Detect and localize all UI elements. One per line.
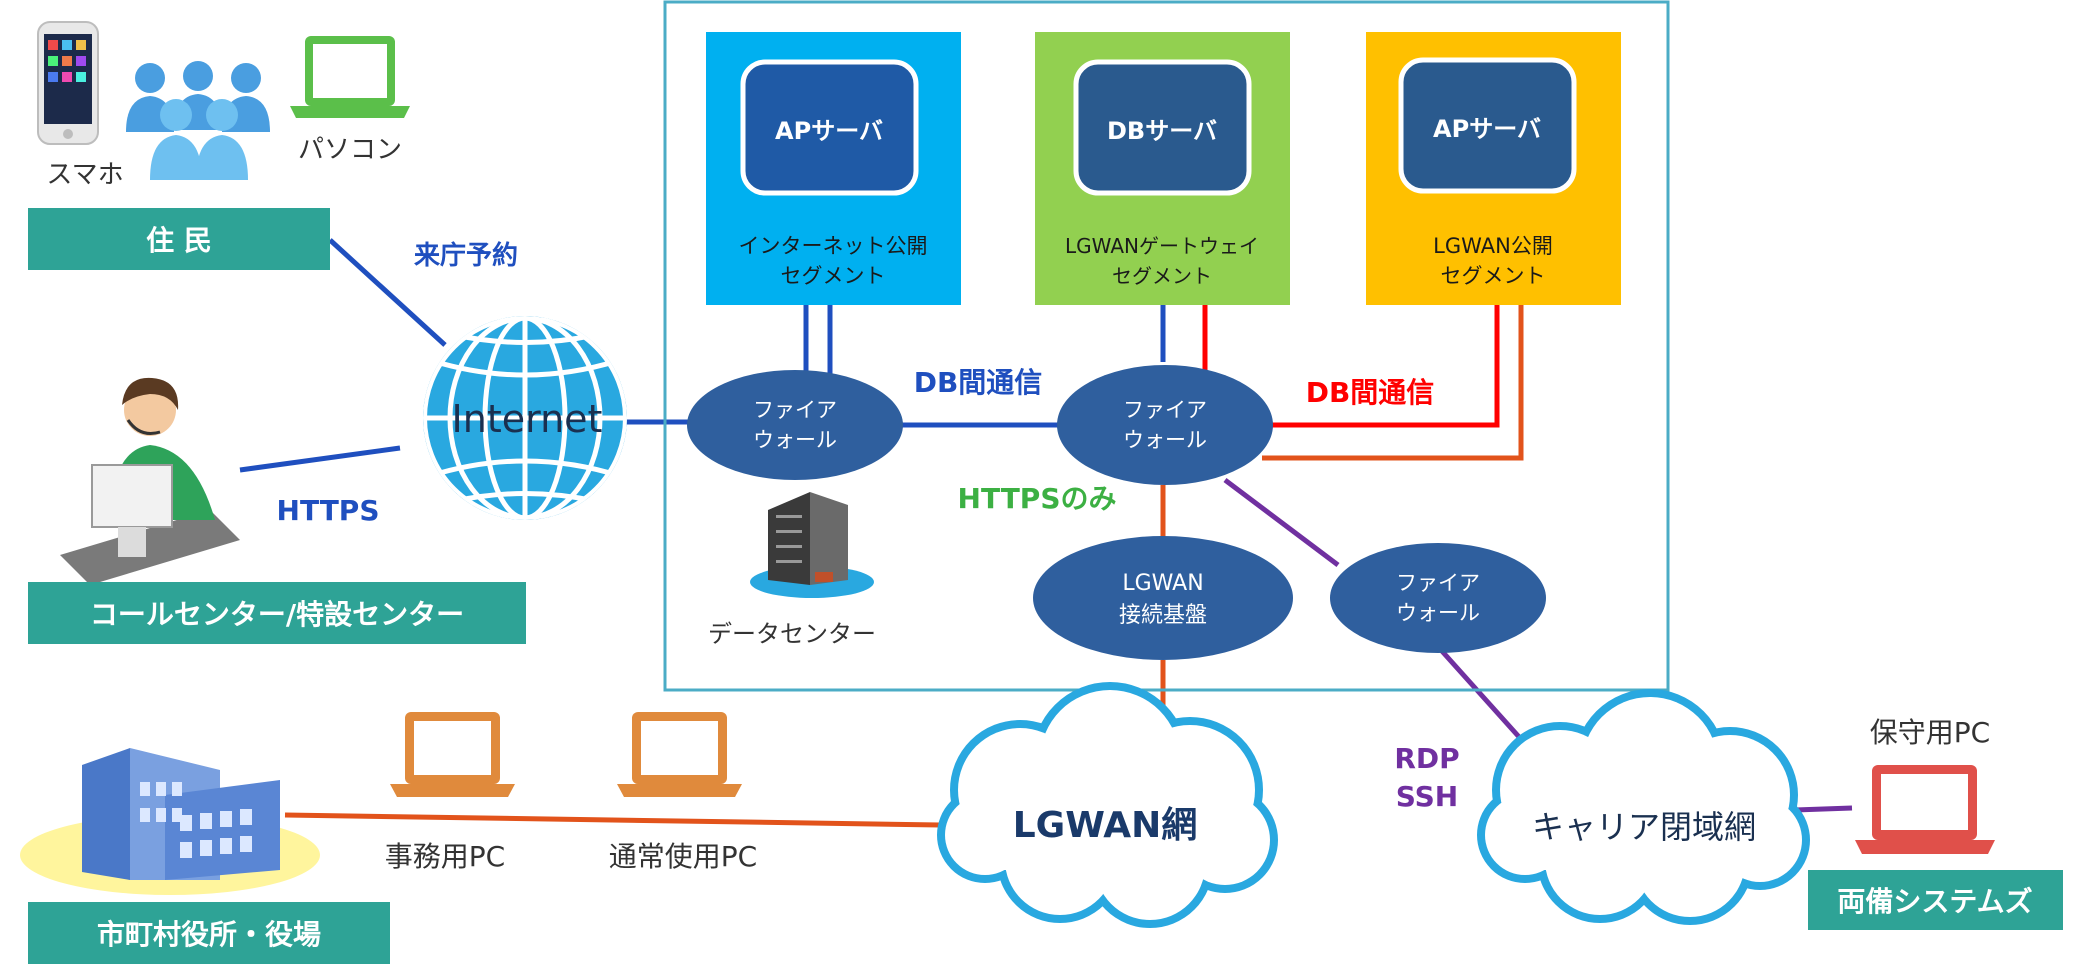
reservation-label: 来庁予約 [414, 240, 518, 271]
lgwan-cloud-icon [937, 682, 1278, 928]
lgwan-network-label: LGWAN網 [1013, 805, 1198, 846]
line-db-comm-red [1202, 305, 1500, 428]
line-callcenter-internet [239, 445, 401, 473]
firewall-label-line2: ウォール [1396, 601, 1480, 625]
segment-label-line1: LGWANゲートウェイ [1065, 234, 1259, 258]
normal-pc-label: 通常使用PC [609, 840, 757, 873]
firewall-label-line1: ファイア [1396, 571, 1480, 595]
line-fw2-fw3 [1223, 478, 1340, 567]
firewall-label-line1: ファイア [1123, 398, 1207, 422]
people-icon [126, 61, 270, 180]
segment-label-line1: インターネット公開 [739, 234, 928, 258]
datacenter-boundary [663, 0, 1670, 692]
internet-label: Internet [452, 397, 603, 441]
https-label: HTTPS [277, 494, 380, 527]
firewall-ellipse [1057, 365, 1273, 485]
smartphone-label: スマホ [46, 160, 123, 190]
municipality-box [28, 902, 390, 964]
line-municipality-lgwan [284, 812, 941, 828]
segment-label-line2: セグメント [781, 264, 886, 288]
laptop-green-icon [290, 36, 410, 118]
firewall-ellipse [687, 370, 903, 480]
lgwan-connection-base: LGWAN 接続基盤 [1033, 536, 1293, 660]
firewall-label-line1: ファイア [753, 398, 837, 422]
https-only-label: HTTPSのみ [958, 482, 1117, 515]
laptop-maintenance-icon [1855, 765, 1995, 854]
segment-lgwan-public: APサーバ LGWAN公開 セグメント [1366, 32, 1621, 305]
lgwan-base-label-line2: 接続基盤 [1119, 603, 1207, 628]
laptop-office-icon [390, 712, 515, 797]
city-hall-icon [20, 748, 320, 895]
server-label: APサーバ [775, 117, 883, 145]
callcenter-box [28, 582, 526, 644]
firewall-ellipse [1330, 543, 1546, 653]
server-box [740, 59, 919, 196]
residents-box [28, 208, 330, 270]
server-box [1073, 59, 1252, 196]
ssh-label: SSH [1396, 780, 1459, 813]
callcenter-label: コールセンター/特設センター [90, 598, 464, 631]
datacenter-label: データセンター [708, 620, 876, 648]
pc-label: パソコン [298, 135, 402, 165]
vendor-box [1808, 870, 2063, 930]
carrier-cloud-icon [1477, 689, 1810, 925]
firewall-3: ファイア ウォール [1330, 543, 1546, 653]
office-pc-label: 事務用PC [385, 840, 505, 873]
db-comm-blue-label: DB間通信 [914, 366, 1043, 399]
lgwan-base-ellipse [1033, 536, 1293, 660]
lgwan-base-label-line1: LGWAN [1122, 571, 1203, 596]
segment-label-line2: セグメント [1112, 264, 1212, 288]
firewall-2: ファイア ウォール [1057, 365, 1273, 485]
smartphone-icon [37, 21, 99, 145]
rdp-label: RDP [1394, 742, 1459, 775]
internet-globe-icon [423, 316, 627, 520]
segment-lgwan-gateway: DBサーバ LGWANゲートウェイ セグメント [1035, 32, 1290, 305]
operator-icon [60, 377, 240, 585]
residents-label: 住 民 [146, 224, 212, 257]
laptop-normal-icon [617, 712, 742, 797]
carrier-network-label: キャリア閉域網 [1532, 808, 1756, 846]
server-box [1398, 57, 1577, 194]
firewall-label-line2: ウォール [753, 428, 837, 452]
segment-internet-public: APサーバ インターネット公開 セグメント [706, 32, 961, 305]
line-residents-internet [328, 238, 447, 347]
server-label: APサーバ [1433, 115, 1541, 143]
segment-label-line2: セグメント [1441, 264, 1546, 288]
db-comm-red-label: DB間通信 [1306, 376, 1435, 409]
municipality-label: 市町村役所・役場 [97, 918, 321, 951]
line-seg3-fw2 [1262, 305, 1524, 461]
vendor-label: 両備システムズ [1837, 885, 2032, 918]
segment-label-line1: LGWAN公開 [1433, 234, 1553, 258]
line-carrier-maintenancepc [1794, 805, 1853, 813]
firewall-label-line2: ウォール [1123, 428, 1207, 452]
maintenance-pc-label: 保守用PC [1870, 716, 1990, 749]
server-label: DBサーバ [1107, 117, 1217, 145]
firewall-1: ファイア ウォール [687, 370, 903, 480]
datacenter-building-icon [750, 492, 874, 598]
